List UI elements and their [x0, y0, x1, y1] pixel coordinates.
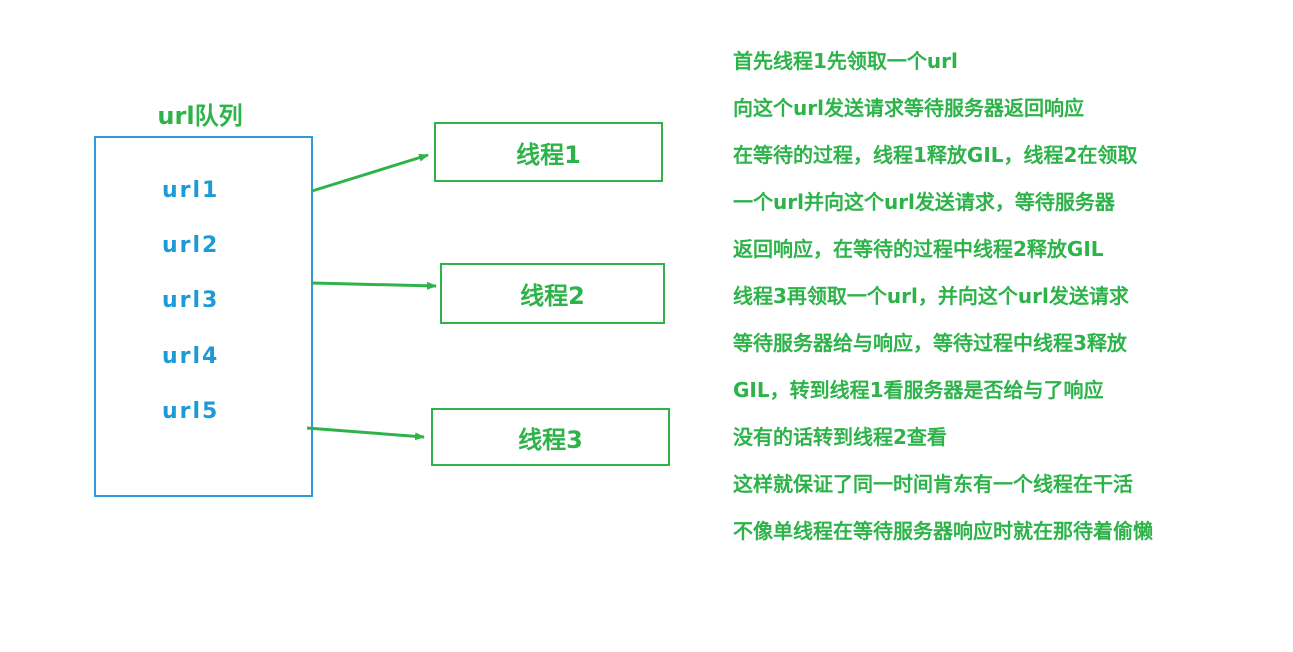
- queue-item-url3: url3: [162, 288, 220, 313]
- note-line-7: 等待服务器给与响应，等待过程中线程3释放: [733, 331, 1127, 355]
- note-line-6: 线程3再领取一个url，并向这个url发送请求: [733, 284, 1129, 308]
- note-line-4: 一个url并向这个url发送请求，等待服务器: [733, 190, 1115, 214]
- note-line-10: 这样就保证了同一时间肯东有一个线程在干活: [733, 472, 1133, 496]
- queue-item-url1: url1: [162, 178, 220, 203]
- queue-item-url2: url2: [162, 233, 220, 258]
- thread-3-box: 线程3: [431, 408, 670, 466]
- note-line-3: 在等待的过程，线程1释放GIL，线程2在领取: [733, 143, 1138, 167]
- note-line-9: 没有的话转到线程2查看: [733, 425, 947, 449]
- arrow-url3-to-thread-2: [311, 281, 437, 290]
- url-queue-box: [94, 136, 313, 497]
- arrow-url5-to-thread-3: [306, 426, 425, 441]
- note-line-11: 不像单线程在等待服务器响应时就在那待着偷懒: [733, 519, 1153, 543]
- note-line-8: GIL，转到线程1看服务器是否给与了响应: [733, 378, 1104, 402]
- arrow-url1-to-thread-1: [311, 153, 429, 193]
- note-line-5: 返回响应，在等待的过程中线程2释放GIL: [733, 237, 1104, 261]
- thread-2-box: 线程2: [440, 263, 665, 324]
- thread-1-box: 线程1: [434, 122, 663, 182]
- queue-item-url5: url5: [162, 399, 220, 424]
- queue-title: url队列: [157, 102, 243, 130]
- queue-item-url4: url4: [162, 344, 220, 369]
- note-line-1: 首先线程1先领取一个url: [733, 49, 958, 73]
- note-line-2: 向这个url发送请求等待服务器返回响应: [733, 96, 1084, 120]
